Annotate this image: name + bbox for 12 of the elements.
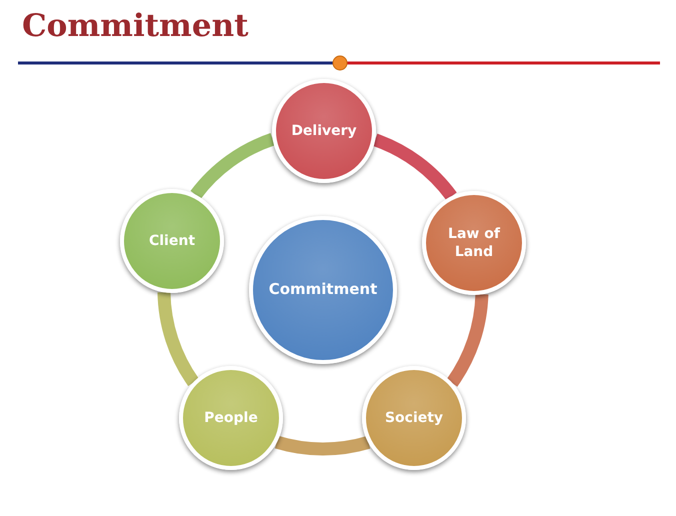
node-label: Society xyxy=(384,408,444,428)
ring-segment xyxy=(190,133,276,199)
slide-title: Commitment xyxy=(22,8,248,44)
ring-segment xyxy=(446,294,488,386)
node-label: Client xyxy=(148,232,196,250)
node-label: Delivery xyxy=(291,122,357,140)
node-label: People xyxy=(204,408,258,428)
node-label: Commitment xyxy=(268,280,378,300)
ring-segment xyxy=(372,134,456,200)
ring-segment xyxy=(158,292,200,386)
ring-segment xyxy=(275,436,370,456)
node-label: Law of Land xyxy=(447,224,502,262)
